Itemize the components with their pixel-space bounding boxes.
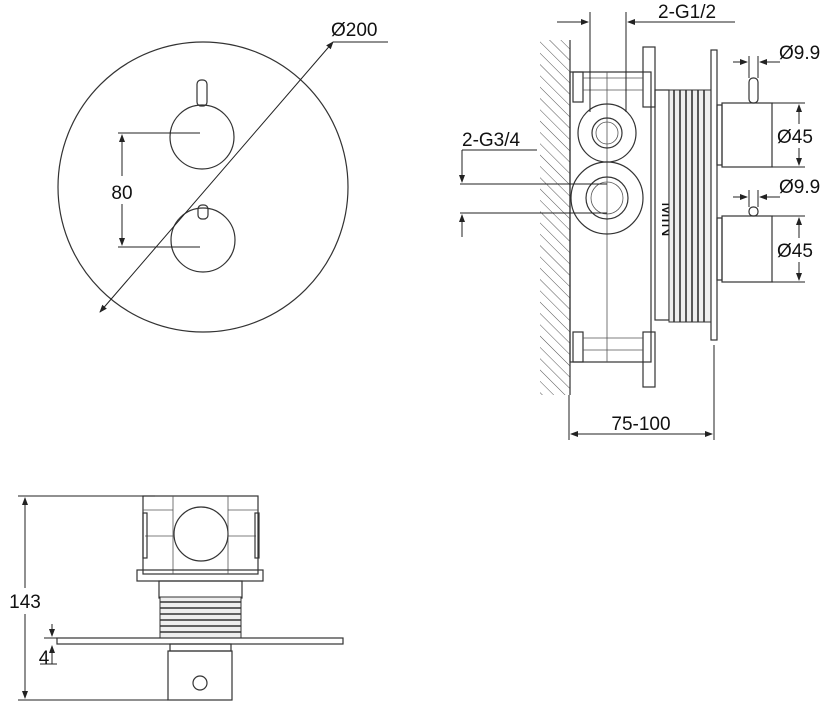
height-label: 143: [9, 592, 41, 613]
bottom-view: 143 4: [4, 495, 344, 701]
wall-hatch: [540, 40, 570, 395]
cover-plate: [57, 41, 349, 333]
stem-bottom-label: Ø9.9: [779, 177, 820, 198]
front-view: 80 Ø200: [57, 20, 388, 333]
spacing-label: 80: [111, 183, 132, 204]
knob-bottom-label: Ø45: [777, 241, 813, 262]
valve-body-bottom: [142, 495, 259, 575]
stem-top-label: Ø9.9: [779, 43, 820, 64]
diameter-dimension: [99, 41, 334, 313]
top-knob-side: [721, 102, 773, 168]
knob-top-label: Ø45: [777, 127, 813, 148]
inlet-label: 2-G3/4: [462, 130, 521, 151]
top-knob: [169, 79, 235, 170]
diameter-label: Ø200: [331, 20, 377, 41]
knob-bottom: [167, 650, 233, 701]
plate-thickness-label: 4: [39, 648, 50, 669]
cover-plate-edge: [56, 637, 344, 645]
bottom-knob-side: [721, 215, 773, 283]
bottom-knob: [170, 204, 236, 273]
side-view: MIN 2-G1/2 2-G3/4 Ø9.: [459, 2, 831, 440]
side-cover-plate: [710, 49, 718, 341]
thread-bottom: [159, 596, 242, 639]
depth-label: 75-100: [611, 414, 670, 435]
thread: [668, 89, 712, 323]
valve-body: [569, 71, 652, 363]
outlet-label: 2-G1/2: [658, 2, 716, 23]
